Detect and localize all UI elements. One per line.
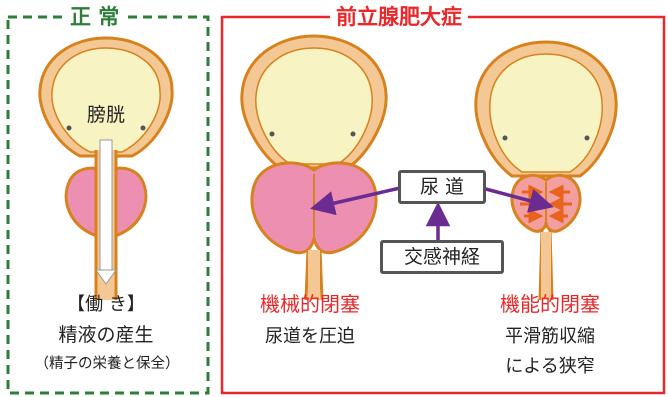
functional-desc-line2: による狭窄 xyxy=(474,352,626,378)
urethra-label-box: 尿 道 xyxy=(398,170,486,204)
mechanical-heading: 機械的閉塞 xyxy=(234,288,386,317)
function-sub: （精子の栄養と保全） xyxy=(12,352,202,373)
normal-bladder-figure xyxy=(40,38,172,300)
bladder-label: 膀胱 xyxy=(74,100,138,127)
nerve-label-box: 交感神経 xyxy=(380,240,504,274)
functional-heading: 機能的閉塞 xyxy=(474,288,626,317)
functional-desc-line1: 平滑筋収縮 xyxy=(474,322,626,348)
normal-title: 正 常 xyxy=(64,5,125,29)
mechanical-desc: 尿道を圧迫 xyxy=(234,322,386,348)
bph-title: 前立腺肥大症 xyxy=(330,5,468,29)
urethra-label: 尿 道 xyxy=(420,176,464,198)
function-main: 精液の産生 xyxy=(20,320,192,347)
bph-mechanical-figure xyxy=(242,36,386,300)
nerve-label: 交感神経 xyxy=(404,246,480,268)
function-heading: 【働 き】 xyxy=(36,290,176,316)
